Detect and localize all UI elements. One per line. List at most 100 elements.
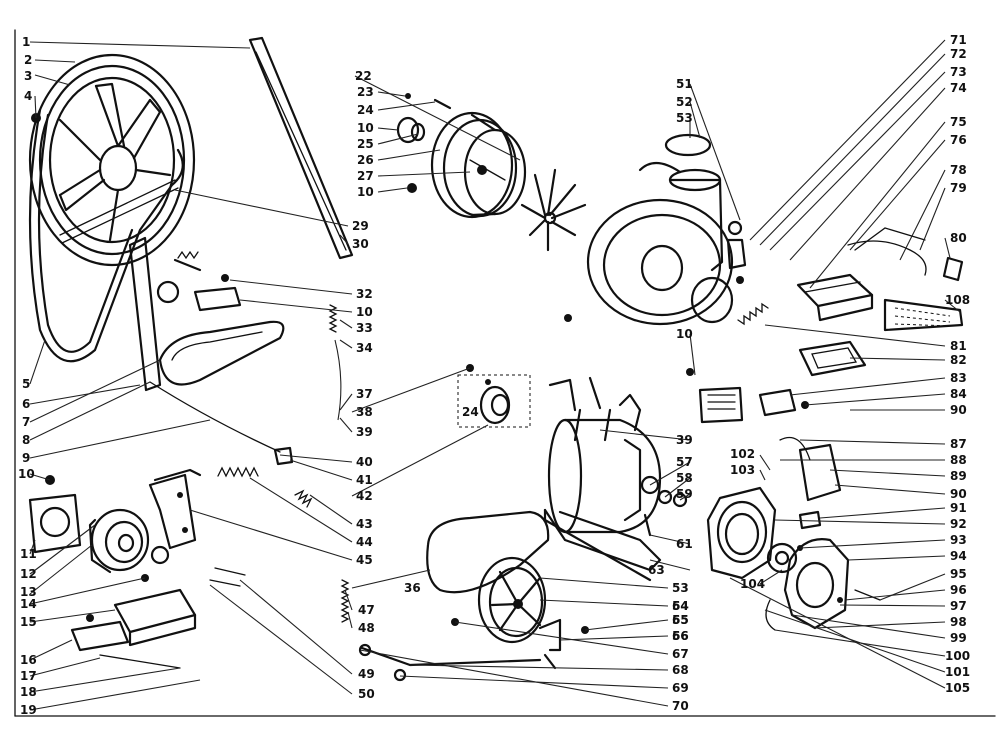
callout-1: 1	[22, 35, 30, 49]
belt-tension-rod	[59, 179, 179, 244]
callout-57: 57	[676, 455, 693, 469]
coil-39	[686, 368, 744, 424]
pin-47	[209, 567, 246, 587]
long-v-belt	[248, 36, 354, 260]
callout-103: 103	[730, 463, 755, 477]
callout-43: 43	[356, 517, 373, 531]
bracket-88	[779, 436, 842, 502]
callout-47: 47	[358, 603, 375, 617]
fan-wheel	[430, 111, 527, 219]
spring-61	[643, 513, 652, 537]
callout-101: 101	[945, 665, 970, 679]
switch-box-75	[796, 273, 874, 322]
callout-90-b: 90	[950, 487, 967, 501]
callout-96: 96	[950, 583, 967, 597]
callout-69: 69	[672, 681, 689, 695]
callout-10: 10	[18, 467, 35, 481]
blower-housing	[586, 161, 734, 326]
callout-90-a: 90	[950, 403, 967, 417]
callout-88: 88	[950, 453, 967, 467]
callout-41: 41	[356, 473, 373, 487]
callout-23: 23	[357, 85, 374, 99]
clip-41	[273, 446, 294, 466]
callout-26: 26	[357, 153, 374, 167]
base-plate-15	[70, 574, 197, 652]
callout-39-b: 39	[676, 433, 693, 447]
callout-93: 93	[950, 533, 967, 547]
housing-cover-97	[783, 538, 850, 630]
callout-6: 6	[22, 397, 30, 411]
gear-104	[766, 542, 798, 574]
motor-base	[543, 508, 662, 582]
callout-10-d: 10	[676, 327, 693, 341]
callout-67: 67	[672, 647, 689, 661]
valve-assembly-73	[726, 220, 747, 284]
callout-108: 108	[945, 293, 970, 307]
callout-74: 74	[950, 81, 967, 95]
callout-80: 80	[950, 231, 967, 245]
callout-72: 72	[950, 47, 967, 61]
callout-100: 100	[945, 649, 970, 663]
callout-53-top: 53	[676, 111, 693, 125]
callout-30: 30	[352, 237, 369, 251]
mount-bracket-45	[148, 468, 202, 550]
callout-7: 7	[22, 415, 30, 429]
callout-61: 61	[676, 537, 693, 551]
callout-82: 82	[950, 353, 967, 367]
callout-53: 53	[672, 581, 689, 595]
callout-49: 49	[358, 667, 375, 681]
callout-16: 16	[20, 653, 37, 667]
callout-9: 9	[22, 451, 30, 465]
callout-34: 34	[356, 341, 373, 355]
callout-13: 13	[20, 585, 37, 599]
callout-98: 98	[950, 615, 967, 629]
small-v-belt	[158, 320, 285, 386]
washers-58	[657, 489, 688, 508]
nut-10b	[407, 183, 417, 193]
callout-14: 14	[20, 597, 37, 611]
gasket-82	[798, 340, 867, 377]
shaft-coupling-24	[457, 364, 531, 428]
callout-32: 32	[356, 287, 373, 301]
callout-64: 64	[672, 599, 689, 613]
callout-29: 29	[352, 219, 369, 233]
callout-33: 33	[356, 321, 373, 335]
callout-44: 44	[356, 535, 373, 549]
arm-65	[538, 618, 562, 670]
gear-housing	[706, 486, 777, 580]
bolt-10c	[564, 314, 572, 322]
callout-95: 95	[950, 567, 967, 581]
callout-97: 97	[950, 599, 967, 613]
callout-24-b: 24	[462, 405, 479, 419]
callout-68: 68	[672, 663, 689, 677]
callout-76: 76	[950, 133, 967, 147]
rod-37	[334, 339, 342, 421]
callout-27: 27	[357, 169, 374, 183]
rod-68	[358, 643, 542, 682]
callout-83: 83	[950, 371, 967, 385]
callout-15: 15	[20, 615, 37, 629]
callout-19: 19	[20, 703, 37, 717]
gasket-ring-52	[664, 133, 712, 157]
callout-17: 17	[20, 669, 37, 683]
callout-54: 54	[672, 599, 689, 613]
callout-45: 45	[356, 553, 373, 567]
connector-80	[942, 256, 964, 282]
spring-81	[737, 302, 769, 326]
callout-38: 38	[356, 405, 373, 419]
cable-9	[149, 381, 281, 453]
pin-16	[99, 654, 181, 669]
callout-4: 4	[24, 89, 32, 103]
callout-89: 89	[950, 469, 967, 483]
callout-73: 73	[950, 65, 967, 79]
callout-52: 52	[676, 95, 693, 109]
drive-belt-loop	[28, 108, 184, 363]
callout-48: 48	[358, 621, 375, 635]
key-24	[433, 98, 452, 110]
callout-2: 2	[24, 53, 32, 67]
v-belt-36	[426, 510, 550, 594]
large-pulley-wheel	[28, 53, 196, 267]
spring-33	[328, 304, 338, 333]
callout-18: 18	[20, 685, 37, 699]
pin-95	[854, 589, 881, 601]
